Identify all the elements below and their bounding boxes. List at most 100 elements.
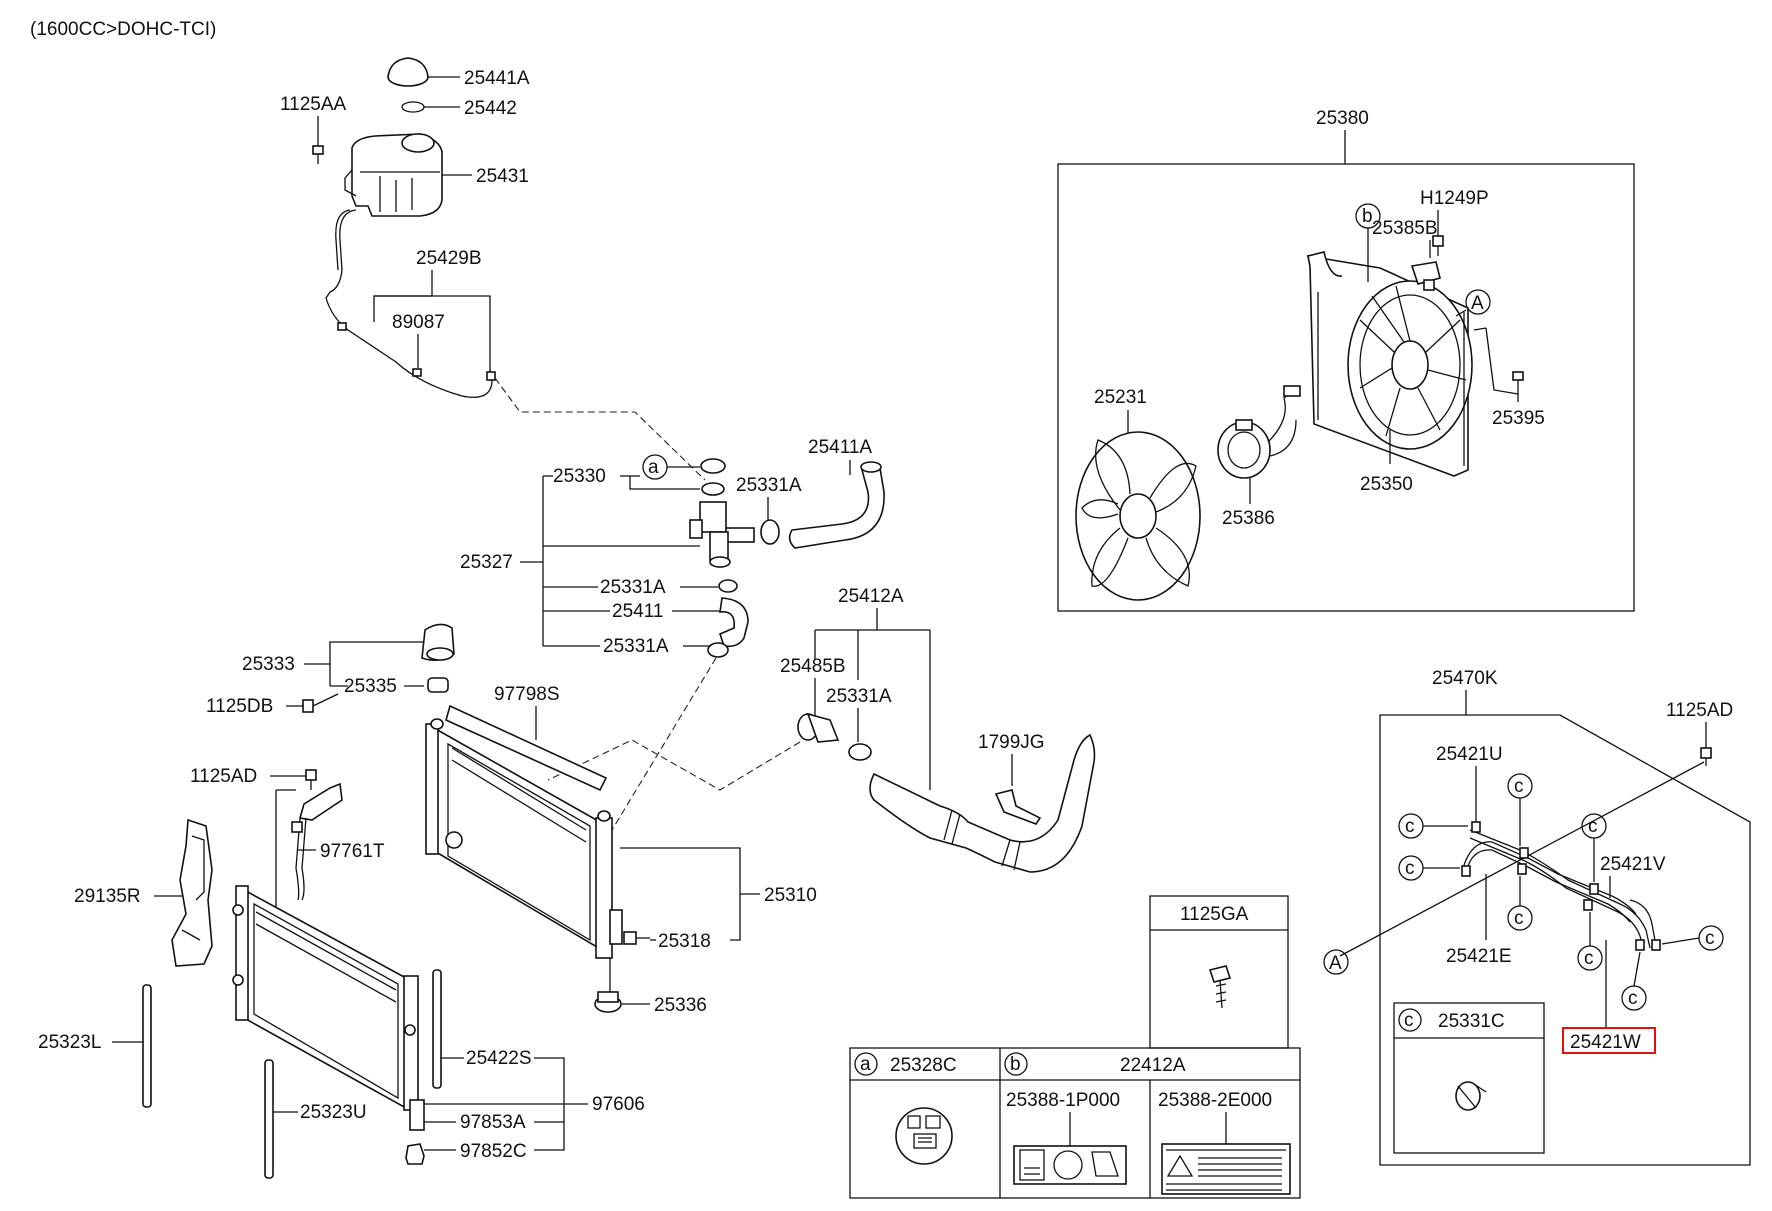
thermostat-housing[interactable] (689, 501, 755, 568)
table-b-sub1[interactable]: 25388-1P000 (1006, 1090, 1120, 1111)
pipe-25421e[interactable] (1461, 841, 1637, 923)
label-25411a[interactable]: 25411A (808, 437, 872, 458)
air-guard-29135r[interactable] (171, 818, 213, 967)
rubber-mount-25336[interactable] (594, 991, 622, 1013)
label-25331a-2[interactable]: 25331A (600, 577, 666, 598)
label-1125aa[interactable]: 1125AA (280, 94, 347, 115)
drain-plug-25318[interactable] (623, 931, 650, 945)
fan-motor-25386[interactable] (1217, 385, 1301, 479)
label-25231[interactable]: 25231 (1094, 387, 1147, 408)
hose-clamp[interactable] (718, 579, 738, 593)
label-25335[interactable]: 25335 (344, 676, 397, 697)
label-25421e[interactable]: 25421E (1446, 946, 1512, 967)
label-97798s[interactable]: 97798S (494, 684, 560, 705)
label-89087[interactable]: 89087 (392, 312, 445, 333)
thermostat-gasket[interactable] (701, 482, 725, 496)
label-25422s[interactable]: 25422S (466, 1048, 532, 1069)
table-a-code[interactable]: 25328C (890, 1055, 957, 1076)
receiver-drier-97853a[interactable] (409, 1099, 425, 1131)
label-25331a-3[interactable]: 25331A (603, 636, 669, 657)
label-25336[interactable]: 25336 (654, 995, 707, 1016)
label-25421w[interactable]: 25421W (1570, 1032, 1641, 1053)
hose-clamp[interactable] (760, 519, 780, 545)
bypass-hose-25411[interactable] (719, 597, 749, 648)
label-25395[interactable]: 25395 (1492, 408, 1545, 429)
lower-hose-25412a[interactable] (869, 733, 1096, 873)
label-25331a-4[interactable]: 25331A (826, 686, 892, 707)
bolt-1125ad[interactable] (305, 769, 317, 790)
label-25411[interactable]: 25411 (612, 601, 663, 622)
label-25380[interactable]: 25380 (1316, 108, 1369, 129)
seal-25323l[interactable] (142, 984, 152, 1108)
rubber-mount-25335[interactable] (427, 677, 449, 693)
legend-c-part-code[interactable]: 25331C (1438, 1011, 1505, 1032)
label-h1249p[interactable]: H1249P (1420, 188, 1489, 209)
label-25442[interactable]: 25442 (464, 98, 517, 119)
label-25470k[interactable]: 25470K (1432, 668, 1498, 689)
label-25485b[interactable]: 25485B (780, 656, 846, 677)
label-1125ad-1[interactable]: 1125AD (190, 766, 257, 787)
reservoir-o-ring[interactable] (401, 101, 425, 113)
hose-adapter-25485b[interactable] (797, 712, 840, 743)
condenser-97606[interactable] (232, 885, 419, 1111)
label-1799jg[interactable]: 1799JG (978, 732, 1045, 753)
warning-label-25388-1p000[interactable] (1013, 1112, 1127, 1185)
fan-blade-25231[interactable] (1075, 431, 1201, 601)
label-1125db[interactable]: 1125DB (206, 696, 273, 717)
label-25323u[interactable]: 25323U (300, 1102, 367, 1123)
table-1125ga-code[interactable]: 1125GA (1180, 904, 1249, 925)
hose-clip[interactable] (412, 368, 422, 377)
radiator-25310[interactable] (425, 718, 623, 959)
table-b-sub2[interactable]: 25388-2E000 (1158, 1090, 1272, 1111)
label-1125ad-2[interactable]: 1125AD (1666, 700, 1733, 721)
bolt-1125ga[interactable] (1208, 965, 1232, 1009)
thermostat-cap[interactable] (700, 458, 726, 474)
label-25431[interactable]: 25431 (476, 166, 529, 187)
hose-clip[interactable] (337, 322, 347, 331)
label-97853a[interactable]: 97853A (460, 1112, 526, 1133)
label-25385b[interactable]: 25385B (1372, 218, 1438, 239)
label-25421u[interactable]: 25421U (1436, 744, 1503, 765)
reservoir-bolt[interactable] (312, 145, 324, 164)
pipe-25421v[interactable] (1629, 899, 1657, 947)
nut-25395[interactable] (1512, 371, 1524, 381)
hose-clip[interactable] (486, 371, 496, 381)
upper-hose-25411a[interactable] (788, 461, 885, 549)
table-b-code[interactable]: 22412A (1120, 1055, 1186, 1076)
air-guard-97798s[interactable] (445, 704, 608, 792)
label-97761t[interactable]: 97761T (320, 841, 385, 862)
label-25327[interactable]: 25327 (460, 552, 513, 573)
seal-25323u[interactable] (264, 1059, 274, 1179)
bolt-1125db[interactable] (302, 693, 339, 713)
caution-label-25328c[interactable] (895, 1107, 953, 1165)
label-25323l[interactable]: 25323L (38, 1032, 101, 1053)
label-25310[interactable]: 25310 (764, 885, 817, 906)
hose-clamp[interactable] (707, 642, 729, 658)
label-97606[interactable]: 97606 (592, 1094, 645, 1115)
hose-clamp[interactable] (848, 743, 872, 761)
bolt-1125ad-2[interactable] (1700, 747, 1712, 766)
bracket-97761t[interactable] (291, 782, 343, 901)
warning-label-25388-2e000[interactable] (1161, 1112, 1291, 1195)
label-29135r[interactable]: 29135R (74, 886, 141, 907)
seal-25422s[interactable] (432, 969, 442, 1089)
radiator-bracket-25333[interactable] (421, 623, 455, 662)
label-25386[interactable]: 25386 (1222, 508, 1275, 529)
label-25318[interactable]: 25318 (658, 931, 711, 952)
hose-clip-1799jg[interactable] (994, 789, 1042, 825)
label-25412a[interactable]: 25412A (838, 586, 904, 607)
resistor-25385b[interactable] (1410, 261, 1441, 291)
coolant-reservoir-tank[interactable] (344, 133, 443, 217)
label-25350[interactable]: 25350 (1360, 474, 1413, 495)
cap-97852c[interactable] (405, 1143, 425, 1165)
label-25429b[interactable]: 25429B (416, 248, 482, 269)
label-25330[interactable]: 25330 (553, 466, 606, 487)
reservoir-hose-25429b[interactable] (325, 209, 493, 398)
label-25441a[interactable]: 25441A (464, 68, 530, 89)
reservoir-cap[interactable] (387, 57, 429, 87)
hose-clamp-25331c[interactable] (1455, 1081, 1487, 1111)
pipe-clips[interactable] (1461, 821, 1661, 951)
label-25331a-1[interactable]: 25331A (736, 475, 802, 496)
label-97852c[interactable]: 97852C (460, 1141, 527, 1162)
pipe-25421u[interactable] (1469, 829, 1651, 951)
